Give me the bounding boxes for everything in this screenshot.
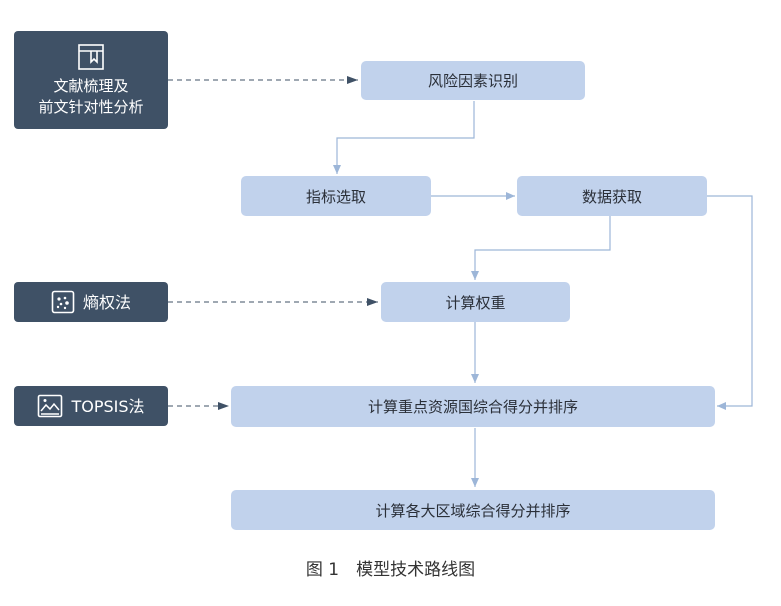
indicator-selection-label: 指标选取 (305, 187, 366, 206)
figure-caption: 图 1 模型技术路线图 (305, 560, 476, 580)
dots-icon (51, 290, 75, 314)
arrow-data-to-weight (471, 216, 611, 280)
weight-calculation-label: 计算权重 (445, 293, 506, 312)
indicator-selection-box: 指标选取 (241, 176, 431, 216)
country-score-label: 计算重点资源国综合得分并排序 (367, 398, 578, 416)
arrow-risk-to-indicator (333, 101, 475, 174)
entropy-label: 熵权法 (82, 292, 131, 312)
risk-identification-box: 风险因素识别 (361, 61, 585, 100)
entropy-method-box: 熵权法 (14, 282, 168, 322)
image-icon (38, 394, 63, 418)
literature-review-box: 文献梳理及 前文针对性分析 (14, 31, 168, 129)
weight-calculation-box: 计算权重 (381, 282, 570, 322)
bookmark-icon (78, 44, 104, 70)
literature-label-line2: 前文针对性分析 (38, 98, 144, 116)
data-acquisition-label: 数据获取 (581, 187, 642, 206)
region-score-label: 计算各大区域综合得分并排序 (375, 501, 571, 520)
literature-label-line1: 文献梳理及 (53, 77, 129, 95)
risk-identification-label: 风险因素识别 (427, 72, 518, 90)
arrow-data-to-country-score (707, 195, 753, 410)
data-acquisition-box: 数据获取 (517, 176, 707, 216)
topsis-method-box: TOPSIS法 (14, 386, 168, 426)
topsis-label: TOPSIS法 (71, 396, 145, 416)
region-score-box: 计算各大区域综合得分并排序 (231, 490, 715, 530)
country-score-box: 计算重点资源国综合得分并排序 (231, 386, 715, 427)
